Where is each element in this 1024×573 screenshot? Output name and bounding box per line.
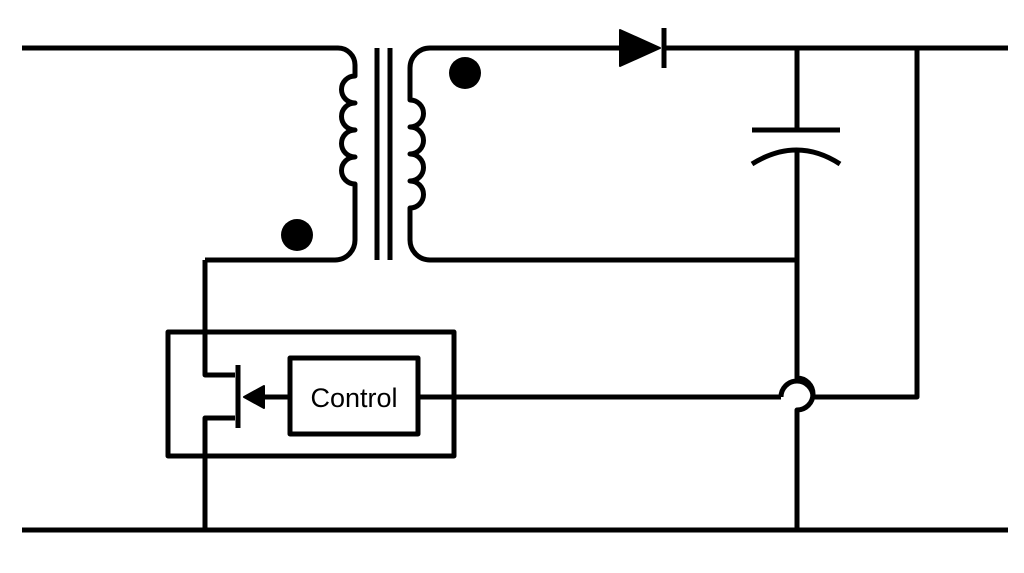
transformer-primary-winding [205,45,358,263]
secondary-polarity-dot [449,57,481,89]
switch-package-outline [165,329,457,459]
control-block-label: Control [310,383,397,413]
feedback-crossover [778,378,816,398]
mosfet-gate-arrow [243,385,265,409]
capacitor-lower-lead [794,148,816,530]
output-diode-body [619,29,661,67]
mosfet-drain-path [202,260,235,378]
mosfet-source-path [202,415,235,530]
feedback-return-line [813,48,920,400]
control-block [287,355,421,437]
transformer-secondary-winding [407,45,797,263]
primary-polarity-dot [281,219,313,251]
